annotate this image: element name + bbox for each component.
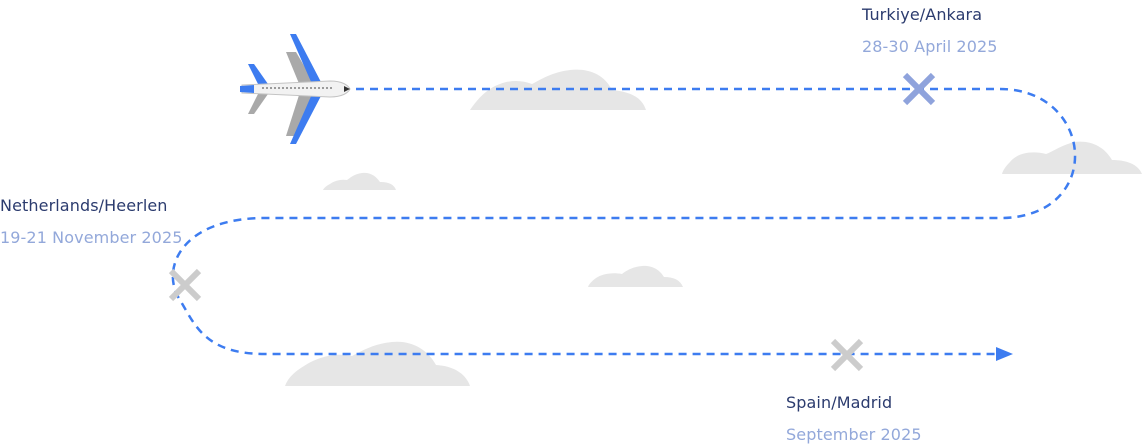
cloud-icon <box>1002 141 1142 174</box>
clouds-layer <box>285 69 1142 386</box>
cloud-icon <box>323 172 396 190</box>
stop-city: Netherlands/Heerlen <box>0 196 168 215</box>
stop-dates: September 2025 <box>786 425 922 444</box>
stop-label-madrid: Spain/Madrid September 2025 <box>786 393 922 445</box>
stop-label-heerlen: Netherlands/Heerlen 19-21 November 2025 <box>0 196 183 248</box>
stop-label-ankara: Turkiye/Ankara 28-30 April 2025 <box>862 5 998 57</box>
x-mark-icon <box>168 268 202 302</box>
cloud-icon <box>285 341 470 386</box>
x-mark-icon <box>830 338 864 372</box>
stop-dates: 28-30 April 2025 <box>862 37 998 56</box>
stop-city: Spain/Madrid <box>786 393 893 412</box>
cloud-icon <box>588 265 683 287</box>
flight-route <box>171 87 1077 356</box>
stop-city: Turkiye/Ankara <box>862 5 983 24</box>
x-mark-icon <box>902 72 936 106</box>
stop-dates: 19-21 November 2025 <box>0 228 183 247</box>
airplane-icon <box>240 34 351 144</box>
arrow-head-icon <box>996 347 1013 361</box>
